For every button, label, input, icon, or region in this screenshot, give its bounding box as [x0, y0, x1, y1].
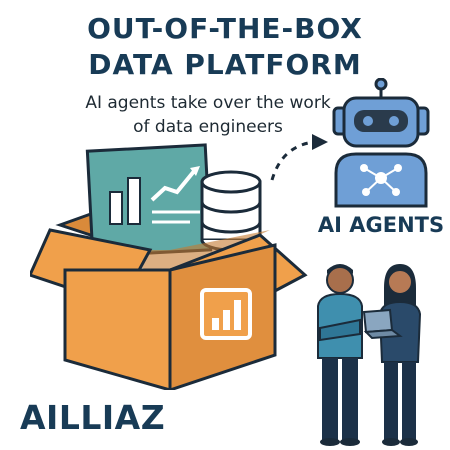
bar-chart-icon — [200, 288, 252, 340]
ai-agents-label: AI AGENTS — [317, 213, 445, 237]
person-arms-crossed — [317, 264, 363, 446]
chart-panel-icon — [85, 143, 213, 258]
headline-line-1: OUT-OF-THE-BOX — [87, 12, 363, 45]
dashed-arrow — [270, 134, 328, 181]
box-front-face — [63, 268, 172, 390]
laptop-icon — [362, 308, 403, 340]
subheadline-line-1: AI agents take over the work — [85, 93, 331, 113]
open-box-illustration — [30, 143, 308, 390]
subheadline-line-2: of data engineers — [133, 117, 283, 137]
people-illustration — [317, 264, 422, 446]
brand-name: AILLIAZ — [20, 398, 166, 437]
network-icon — [360, 164, 402, 196]
robot-icon — [332, 78, 430, 208]
person-with-laptop — [362, 264, 422, 446]
headline-line-2: DATA PLATFORM — [88, 48, 362, 81]
